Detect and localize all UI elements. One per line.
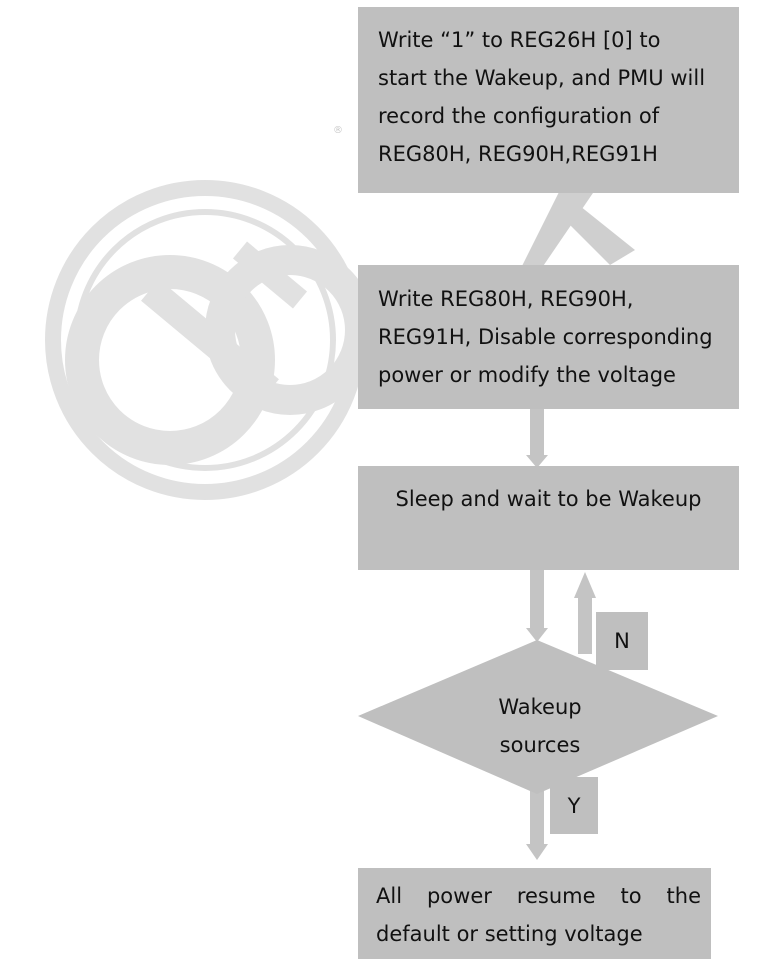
decision-line-2: sources bbox=[499, 733, 581, 757]
registered-mark: ® bbox=[333, 125, 343, 136]
resume-line-1: All power resume to the bbox=[376, 884, 701, 908]
watermark-logo bbox=[45, 180, 375, 500]
decision-line-1: Wakeup bbox=[498, 695, 582, 719]
sleep-box: Sleep and wait to be Wakeup bbox=[358, 466, 739, 570]
start-line-1: Write “1” to REG26H [0] to bbox=[378, 28, 661, 52]
decision-diamond bbox=[358, 640, 718, 794]
write-line-3: power or modify the voltage bbox=[378, 363, 676, 387]
write-line-2: REG91H, Disable corresponding bbox=[378, 325, 713, 349]
start-line-2: start the Wakeup, and PMU will bbox=[378, 66, 706, 90]
watermark-stroke-2 bbox=[560, 190, 635, 265]
arrow-yes-to-resume bbox=[526, 780, 548, 860]
arrow-write-to-sleep bbox=[526, 409, 548, 468]
start-line-4: REG80H, REG90H,REG91H bbox=[378, 142, 658, 166]
write-registers-box: Write REG80H, REG90H, REG91H, Disable co… bbox=[358, 265, 739, 409]
start-wakeup-box: Write “1” to REG26H [0] to start the Wak… bbox=[358, 7, 739, 193]
sleep-text: Sleep and wait to be Wakeup bbox=[395, 487, 702, 511]
yes-label: Y bbox=[550, 777, 598, 834]
resume-box: All power resume to the default or setti… bbox=[358, 868, 711, 959]
arrow-no-loop bbox=[574, 572, 596, 654]
resume-line-2: default or setting voltage bbox=[376, 922, 643, 946]
write-line-1: Write REG80H, REG90H, bbox=[378, 287, 634, 311]
arrow-sleep-to-decision bbox=[526, 570, 548, 642]
no-label: N bbox=[596, 612, 648, 670]
start-line-3: record the configuration of bbox=[378, 104, 660, 128]
